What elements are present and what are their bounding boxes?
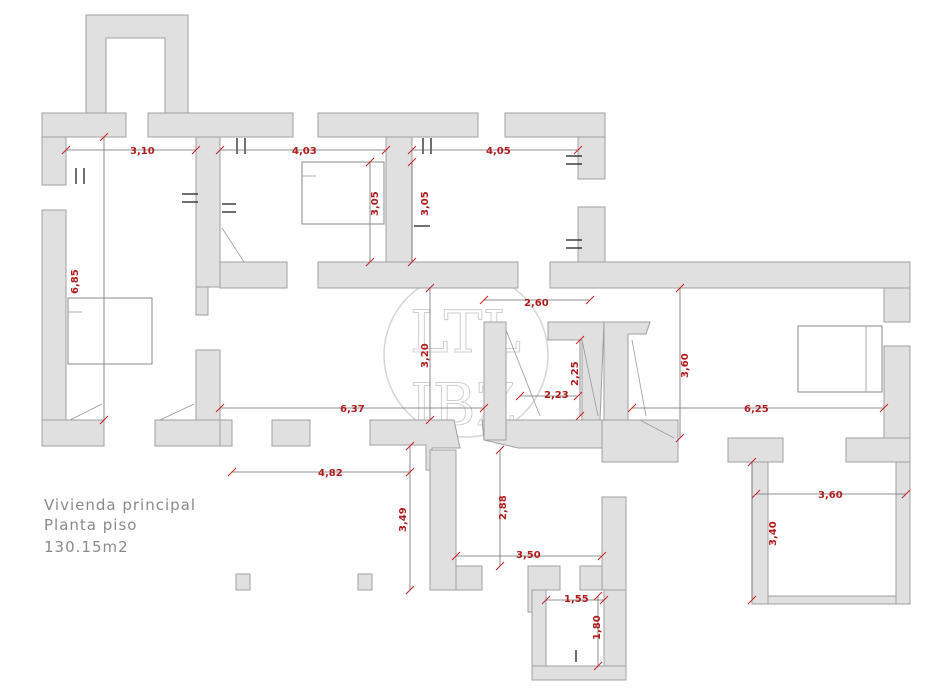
dimension-tick <box>541 595 551 605</box>
dim-terrace-right-width: 3,60 <box>818 490 843 501</box>
dimension-tick <box>405 467 415 477</box>
dimension-tick <box>675 433 685 443</box>
dim-room-3-depth: 3,05 <box>420 191 431 216</box>
title-line-2: Planta piso <box>44 516 137 534</box>
dimension-tick <box>407 145 417 155</box>
dimension-tick <box>747 457 757 467</box>
title-line-3: 130.15m2 <box>44 538 129 556</box>
dim-terrace-right-depth: 3,40 <box>768 521 779 546</box>
bed-left-icon <box>67 297 153 365</box>
dimension-tick <box>405 441 415 451</box>
plan-title: Vivienda principal Planta piso 130.15m2 <box>44 496 196 556</box>
dimension-tick <box>99 415 109 425</box>
dim-corridor-width: 3,50 <box>516 550 541 561</box>
dimension-labels: 3,10 4,03 4,05 3,05 3,05 6,85 2,60 3,20 … <box>70 146 843 640</box>
dimension-tick <box>381 145 391 155</box>
dim-room-1-depth: 6,85 <box>70 269 81 294</box>
dimension-tick <box>451 551 461 561</box>
dimension-tick <box>879 403 889 413</box>
dim-room-3-width: 4,05 <box>486 146 511 157</box>
dimension-ticks <box>61 132 911 671</box>
vent-arrows <box>75 138 582 662</box>
dimension-tick <box>479 295 489 305</box>
dimension-tick <box>215 403 225 413</box>
dimension-tick <box>597 551 607 561</box>
dimension-tick <box>751 489 761 499</box>
dimension-tick <box>365 157 375 167</box>
dimension-tick <box>407 257 417 267</box>
dimension-tick <box>901 489 911 499</box>
dim-room-2-depth: 3,05 <box>370 191 381 216</box>
dim-small-room-depth: 1,80 <box>592 615 603 640</box>
dimension-tick <box>575 411 585 421</box>
dimension-tick <box>61 145 71 155</box>
dim-terrace-left-width: 4,82 <box>318 468 343 479</box>
dimension-tick <box>593 661 603 671</box>
dimension-tick <box>407 157 417 167</box>
dimension-tick <box>99 132 109 142</box>
dim-stair-landing: 2,23 <box>544 390 569 401</box>
dim-stair-width: 2,60 <box>524 298 549 309</box>
dim-terrace-left-depth: 3,49 <box>398 507 409 532</box>
dimension-tick <box>191 145 201 155</box>
dimension-tick <box>425 283 435 293</box>
dimension-tick <box>573 391 583 401</box>
dimension-tick <box>599 595 609 605</box>
dim-hall-depth: 3,20 <box>420 343 431 368</box>
dimension-tick <box>627 403 637 413</box>
dimension-tick <box>675 283 685 293</box>
dimension-lines <box>66 137 906 666</box>
dimension-tick <box>495 445 505 455</box>
dimension-tick <box>479 403 489 413</box>
dimension-tick <box>425 415 435 425</box>
dimension-tick <box>585 295 595 305</box>
dim-corridor-depth: 2,88 <box>498 495 509 520</box>
dim-room-2-width: 4,03 <box>292 146 317 157</box>
dimension-tick <box>515 391 525 401</box>
dimension-tick <box>575 335 585 345</box>
dimension-tick <box>573 145 583 155</box>
dim-room-1-width: 3,10 <box>130 146 155 157</box>
dimension-tick <box>495 561 505 571</box>
title-line-1: Vivienda principal <box>44 496 196 514</box>
dimension-tick <box>747 595 757 605</box>
dim-stair-depth: 2,25 <box>570 361 581 386</box>
dimension-tick <box>227 467 237 477</box>
walls <box>41 14 911 681</box>
dimension-tick <box>215 145 225 155</box>
dimension-tick <box>365 257 375 267</box>
dimension-tick <box>405 585 415 595</box>
bed-right-icon <box>797 325 883 393</box>
dim-hall-width: 6,37 <box>340 404 365 415</box>
dimension-tick <box>593 591 603 601</box>
dim-room-4-width: 6,25 <box>744 404 769 415</box>
dim-small-room-width: 1,55 <box>564 594 589 605</box>
dim-room-4-depth: 3,60 <box>680 353 691 378</box>
